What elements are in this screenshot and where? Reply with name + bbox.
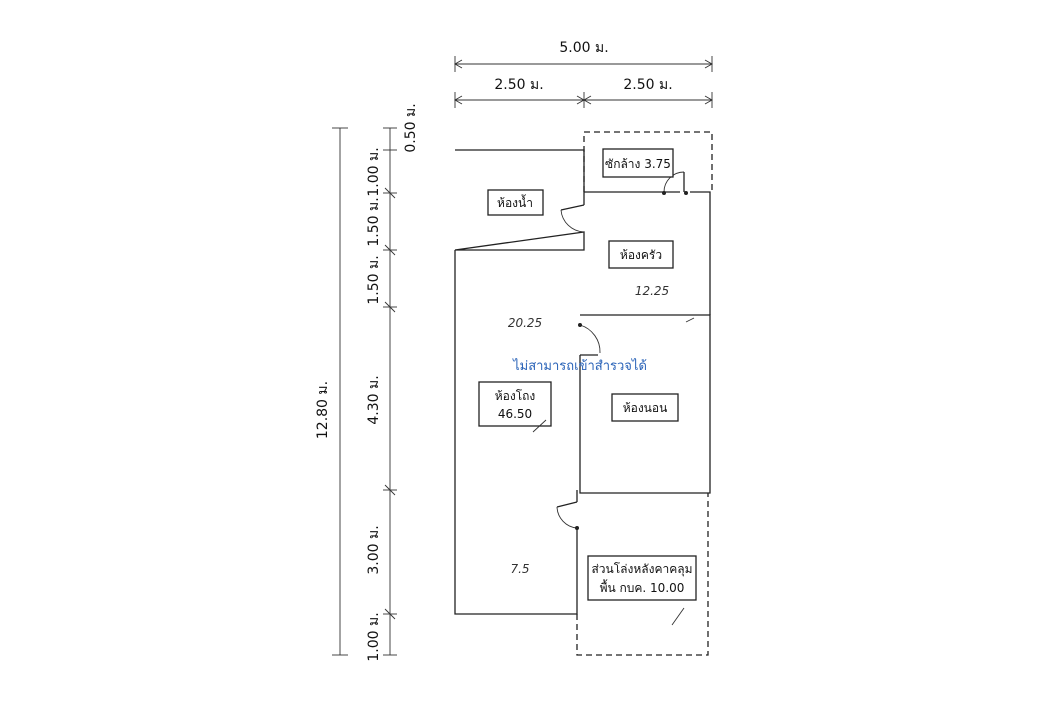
back-door [556,501,579,530]
dim-tick [384,484,396,496]
doors [556,171,688,530]
bedroom-walls [579,314,711,494]
total-width-label: 5.00 ม. [559,40,608,56]
bedroom-door [578,323,601,356]
dim-arrows [454,59,713,69]
height-1-50-a-label: 1.50 ม. [366,197,382,246]
door-hinge [684,191,688,195]
hall-lower-handwriting: 7.5 [510,562,529,576]
height-1-50-b-label: 1.50 ม. [366,255,382,304]
room-labels: ซักล้าง 3.75 ห้องน้ำ ห้องครัว ห้องโถง 46… [478,148,697,601]
door-leaf [560,204,585,211]
bathroom-label-box [487,189,544,216]
kitchen-area-handwriting: 12.25 [635,284,669,298]
door-hinge [578,323,582,327]
dim-tick [384,187,396,199]
width-right-label: 2.50 ม. [623,77,672,93]
kitchen-label: ห้องครัว [620,248,662,262]
total-height-label: 12.80 ม. [315,381,331,439]
hall-upper-handwriting: 20.25 [508,316,542,330]
bedroom-label: ห้องนอน [623,401,668,415]
bathroom-door [560,204,585,233]
laundry-door [662,171,688,195]
laundry-label-box [602,148,674,178]
hall-walls [454,250,578,615]
door-leaf [556,501,578,508]
top-dimensions: 5.00 ม. 2.50 ม. 2.50 ม. [454,40,713,108]
no-access-note: ไม่สามารถเข้าสำรวจได้ [512,358,647,374]
bathroom-label: ห้องน้ำ [497,194,533,210]
hall-label-box [478,381,552,427]
height-1-00-bottom-label: 1.00 ม. [366,612,382,661]
hall-label: ห้องโถง [495,389,536,403]
dim-tick [384,301,396,313]
dim-tick [384,608,396,620]
back-open-dashed-outline [576,493,709,656]
door-swing [663,171,685,193]
height-3-00-label: 3.00 ม. [366,525,382,574]
door-swing [556,506,578,529]
height-0-50-label: 0.50 ม. [403,103,419,152]
height-1-00-top-label: 1.00 ม. [366,147,382,196]
back-open-label-line1: ส่วนโล่งหลังคาคลุม [591,562,692,577]
laundry-label: ซักล้าง 3.75 [605,157,671,171]
pen-mark [671,607,685,626]
pen-mark [685,317,695,323]
kitchen-label-box [608,240,674,269]
back-open-label-line2: พื้น กบค. 10.00 [600,579,685,595]
width-left-label: 2.50 ม. [494,77,543,93]
bedroom-label-box [611,393,679,422]
height-4-30-label: 4.30 ม. [366,375,382,424]
dim-tick [384,244,396,256]
hall-area-label: 46.50 [498,407,532,421]
back-open-label-box [587,555,697,601]
door-swing [560,209,585,233]
door-hinge [575,526,579,530]
laundry-dashed-outline [583,131,713,192]
left-dimensions: 12.80 ม. 0.50 ม. 1.00 ม. 1.50 ม. 1.50 ม.… [315,103,419,661]
door-swing [579,324,601,354]
pen-mark [532,419,547,433]
dim-arrows [454,95,713,105]
door-hinge [662,191,666,195]
